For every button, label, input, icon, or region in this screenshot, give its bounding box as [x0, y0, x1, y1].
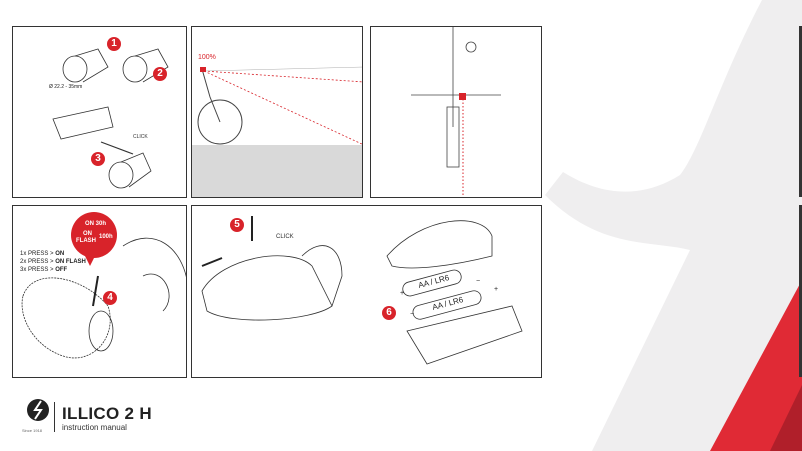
minus-sign: − [410, 311, 415, 318]
panel-modes: ON 30h ON FLASH 100h 4 [12, 205, 187, 378]
press-line-1: 1x PRESS > ON [20, 251, 65, 257]
step-3-badge: 3 [91, 152, 105, 166]
click-label: CLICK [133, 134, 148, 140]
click-label: CLICK [276, 234, 294, 240]
divider [54, 402, 55, 432]
step-4-badge: 4 [103, 291, 117, 305]
mounting-illustration [52, 48, 169, 189]
step-6-badge: 6 [382, 306, 396, 320]
bike-front-illustration [411, 27, 501, 197]
manual-subtitle: instruction manual [62, 423, 127, 432]
panel-battery: 5 6 CLICK AA / LR6 AA / LR6 + − − + [191, 205, 542, 378]
press-line-2: 2x PRESS > ON FLASH [20, 259, 86, 265]
diameter-label: Ø 22.2 - 35mm [49, 84, 83, 90]
beam-angle-label: 100% [198, 54, 216, 61]
step-1-badge: 1 [107, 37, 121, 51]
runtime-bubble: ON 30h ON FLASH 100h [71, 212, 117, 266]
press-instructions: 1x PRESS > ON 2x PRESS > ON FLASH 3x PRE… [20, 250, 86, 274]
battery-illustration [201, 216, 523, 365]
beam-illustration [192, 66, 362, 197]
panel-front-view [370, 26, 542, 198]
product-title: ILLICO 2 H [62, 404, 152, 423]
minus-sign: − [476, 278, 481, 285]
plus-sign: + [400, 290, 405, 297]
step-5-badge: 5 [230, 218, 244, 232]
step-2-badge: 2 [153, 67, 167, 81]
panel-mounting: 1 2 3 Ø 22.2 - 35mm CLICK [12, 26, 187, 198]
brand-tagline: Since 1918 [22, 428, 43, 433]
press-line-3: 3x PRESS > OFF [20, 267, 68, 273]
brand-logo [27, 399, 49, 421]
light-press-illustration [21, 237, 186, 359]
plus-sign: + [494, 286, 499, 293]
panel-beam: 100% [191, 26, 363, 198]
